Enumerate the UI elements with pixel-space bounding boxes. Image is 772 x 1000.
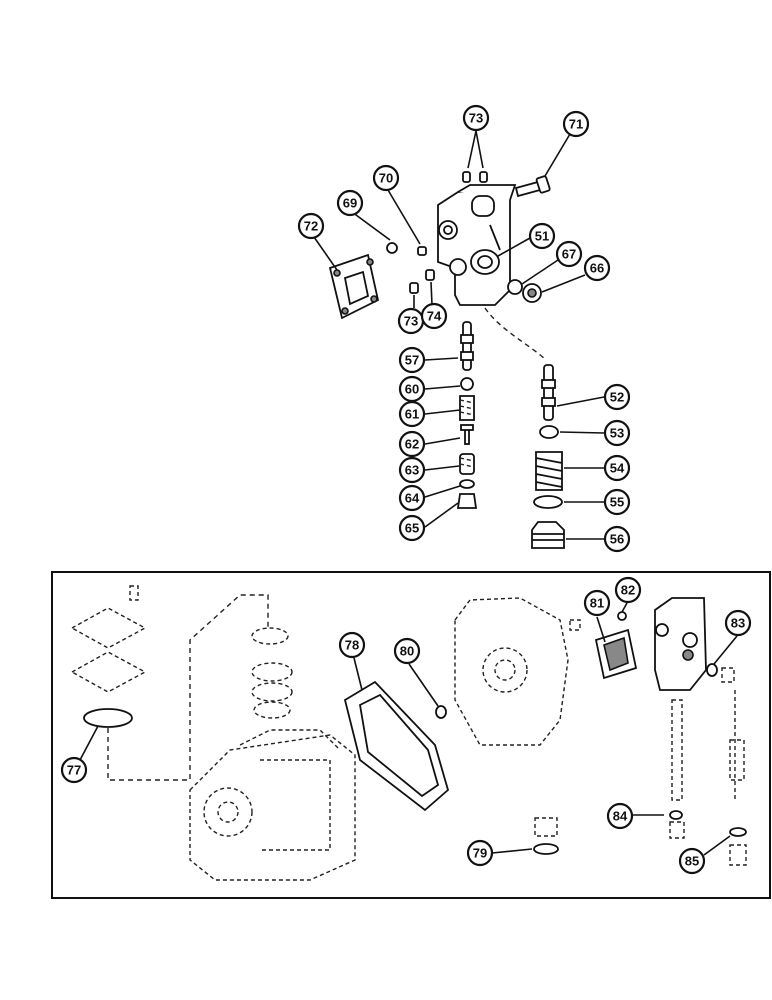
svg-text:61: 61 [405,407,419,422]
callout-73-top: 73 [462,104,490,132]
svg-text:54: 54 [610,461,625,476]
callout-63: 63 [398,456,426,484]
callout-60: 60 [398,375,426,403]
callout-57: 57 [398,346,426,374]
leader-lines [79,130,738,856]
svg-text:80: 80 [400,644,414,659]
callout-65: 65 [398,514,426,542]
svg-text:56: 56 [610,532,624,547]
svg-text:60: 60 [405,382,419,397]
svg-text:52: 52 [610,390,624,405]
svg-text:62: 62 [405,437,419,452]
callout-61: 61 [398,400,426,428]
callout-54: 54 [603,454,631,482]
large-gasket [343,680,450,812]
callout-79: 79 [466,839,494,867]
lower-assembly [70,585,747,881]
callout-83: 83 [724,609,752,637]
inset-frame [51,571,771,899]
callout-53: 53 [603,419,631,447]
right-spool-stack [531,364,565,549]
callout-51: 51 [528,222,556,250]
svg-text:65: 65 [405,521,419,536]
pump-housing [189,729,356,881]
svg-text:79: 79 [473,846,487,861]
svg-text:66: 66 [590,261,604,276]
svg-text:70: 70 [379,171,393,186]
callout-77: 77 [60,756,88,784]
left-spool-stack [456,321,478,509]
callout-73-lower: 73 [397,307,425,335]
svg-text:63: 63 [405,463,419,478]
svg-text:82: 82 [621,583,635,598]
callout-66: 66 [583,254,611,282]
gasket-plate-part [328,253,380,320]
svg-text:83: 83 [731,616,745,631]
svg-text:55: 55 [610,495,624,510]
callout-81: 81 [583,589,611,617]
callout-72: 72 [297,212,325,240]
bolt-part [514,175,551,198]
svg-text:57: 57 [405,353,419,368]
svg-text:73: 73 [404,314,418,329]
bearing-stack [251,627,293,719]
callout-56: 56 [603,525,631,553]
callout-71: 71 [562,110,590,138]
upper-assembly [328,171,565,549]
callout-84: 84 [606,802,634,830]
callout-74: 74 [420,302,448,330]
svg-text:53: 53 [610,426,624,441]
svg-text:69: 69 [343,196,357,211]
svg-text:64: 64 [405,491,420,506]
callout-67: 67 [555,240,583,268]
svg-text:84: 84 [613,809,628,824]
callout-62: 62 [398,430,426,458]
callout-69: 69 [336,189,364,217]
svg-text:73: 73 [469,111,483,126]
svg-text:81: 81 [590,596,604,611]
svg-text:74: 74 [427,309,442,324]
callout-55: 55 [603,488,631,516]
callout-64: 64 [398,484,426,512]
svg-text:85: 85 [685,854,699,869]
svg-text:67: 67 [562,247,576,262]
svg-text:51: 51 [535,229,549,244]
callout-82: 82 [614,576,642,604]
plug-part [522,283,542,303]
svg-text:71: 71 [569,117,583,132]
svg-text:72: 72 [304,219,318,234]
end-cover [454,597,581,746]
lower-valve-body [654,597,707,691]
svg-text:78: 78 [345,638,359,653]
svg-text:77: 77 [67,763,81,778]
callout-78: 78 [338,631,366,659]
callout-52: 52 [603,383,631,411]
callout-85: 85 [678,847,706,875]
callouts: 73 71 70 69 72 51 67 66 73 74 57 60 61 6… [60,104,752,875]
valve-body-part [437,184,517,306]
callout-80: 80 [393,637,421,665]
callout-70: 70 [372,164,400,192]
